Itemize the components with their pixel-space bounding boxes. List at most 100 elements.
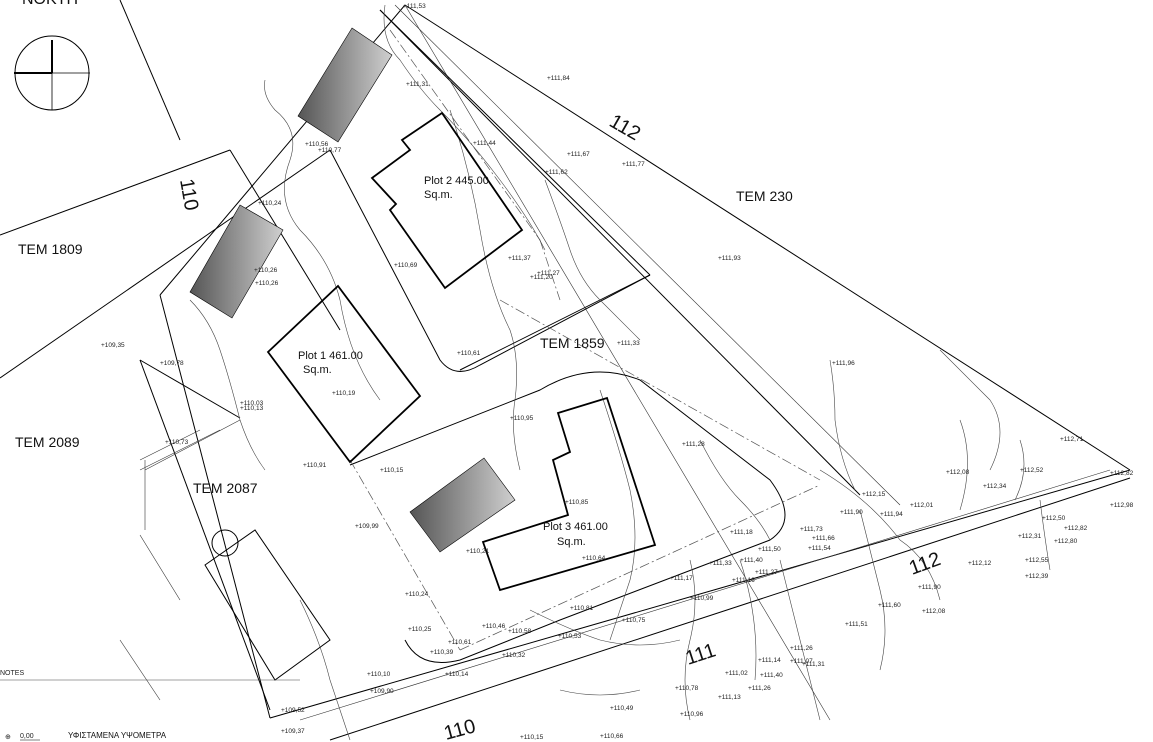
legend-value: 0,00 [20, 733, 34, 740]
spot-elevation-label: +112,08 [922, 608, 946, 615]
spot-elevation-label: +111,73 [800, 526, 823, 533]
spot-elevation-label: +111,27 [537, 270, 560, 277]
spot-elevation-label: +110,14 [445, 671, 469, 678]
parcel-label-tem-1859: TEM 1859 [540, 335, 605, 351]
spot-elevation-label: +112,82 [1110, 470, 1134, 477]
spot-elevation-label: +112,98 [1110, 502, 1134, 509]
spot-elevation-label: +111,90 [918, 584, 941, 591]
spot-elevation-label: +111,31 [406, 81, 429, 88]
spot-elevation-label: +110,66 [600, 733, 624, 740]
shaded-building-2 [189, 204, 284, 319]
spot-elevation-label: +111,27 [755, 569, 778, 576]
road-boundaries [329, 29, 821, 663]
plot-3-label: Plot 3 461.00 [543, 521, 608, 533]
parcel-label-tem-2089: TEM 2089 [15, 434, 80, 450]
plot-2-label: Plot 2 445.00 [424, 175, 489, 187]
spot-elevation-label: +109,37 [281, 728, 305, 735]
spot-elevation-label: +112,50 [1042, 515, 1066, 522]
spot-elevation-label: +110,81 [570, 605, 594, 612]
spot-elevation-label: +109,90 [370, 688, 394, 695]
spot-elevation-label: +111,26 [790, 645, 813, 652]
contour-label-110-top: 110 [175, 177, 202, 212]
parcel-label-tem-230: TEM 230 [736, 188, 793, 204]
parcel-labels: TEM 230 TEM 1809 TEM 2089 TEM 2087 TEM 1… [15, 188, 793, 496]
plot-2-building [370, 111, 524, 290]
spot-elevation-label: +111,28 [682, 441, 705, 448]
spot-elevation-label: +110,64 [582, 555, 606, 562]
plot-labels: Plot 1 461.00 Sq.m. Plot 2 445.00 Sq.m. … [298, 175, 608, 548]
spot-elevation-label: +110,75 [622, 617, 646, 624]
spot-elevation-label: +111,17 [670, 575, 693, 582]
spot-elevation-label: +111,16 [732, 577, 755, 584]
spot-elevation-label: +110,19 [332, 390, 356, 397]
spot-elevation-label: +110,15 [520, 734, 544, 741]
shaded-building-1 [297, 27, 393, 143]
spot-elevation-label: +111,37 [508, 255, 531, 262]
north-label: NOKTH [22, 0, 78, 8]
contour-label-111-bottom: 111 [683, 639, 719, 669]
parcel-label-tem-1809: TEM 1809 [18, 241, 83, 257]
spot-elevation-label: +111,90 [840, 509, 863, 516]
spot-elevation-label: +112,71 [1060, 436, 1084, 443]
parcel-label-tem-2087: TEM 2087 [193, 480, 258, 496]
shaded-building-3 [409, 457, 516, 553]
spot-elevation-label: +111,62 [545, 169, 568, 176]
notes-section: NOTES ⊕ 0,00 ΥΦΙΣΤΑΜΕΝΑ ΥΨΟΜΕΤΡΑ [0, 670, 300, 741]
spot-elevation-label: +111,77 [622, 161, 645, 168]
spot-elevation-label: +110,78 [675, 685, 699, 692]
spot-elevation-label: +112,82 [1064, 525, 1088, 532]
spot-elevation-label: +109,52 [281, 707, 305, 714]
spot-elevation-label: +110,39 [430, 649, 454, 656]
spot-elevation-label: +111,84 [547, 75, 570, 82]
spot-elevation-label: +110,24 [258, 200, 282, 207]
spot-elevation-label: +111,33 [709, 560, 732, 567]
spot-elevation-label: +111,50 [758, 546, 781, 553]
spot-elevation-label: +112,31 [1018, 533, 1042, 540]
spot-elevation-label: +110,61 [457, 350, 481, 357]
plot-2-unit: Sq.m. [424, 189, 453, 201]
spot-elevation-label: +111,18 [730, 529, 753, 536]
contour-label-112-bottom: 112 [906, 548, 943, 580]
spot-elevation-label: +112,34 [983, 483, 1007, 490]
spot-elevation-label: +110,26 [254, 267, 278, 274]
spot-elevation-label: +110,99 [690, 595, 714, 602]
spot-elevation-label: +112,08 [946, 469, 970, 476]
spot-elevation-label: +110,73 [165, 439, 189, 446]
legend-symbol-icon: ⊕ [5, 734, 11, 741]
spot-elevation-label: +111,96 [832, 360, 855, 367]
spot-elevation-label: +111,66 [812, 535, 835, 542]
spot-elevation-label: +110,26 [255, 280, 279, 287]
spot-elevation-label: +112,55 [1025, 557, 1049, 564]
plot-1-label: Plot 1 461.00 [298, 350, 363, 362]
boundary-lines [0, 0, 1131, 741]
contour-labels: 110 112 112 111 110 [175, 110, 944, 742]
spot-elevation-label: +112,80 [1054, 538, 1078, 545]
spot-elevation-label: +111,60 [878, 602, 901, 609]
plot-3-unit: Sq.m. [557, 536, 586, 548]
north-arrow-icon: NOKTH [14, 0, 90, 111]
spot-elevation-label: +112,01 [910, 502, 934, 509]
spot-elevation-label: +111,44 [473, 140, 496, 147]
spot-elevation-label: +110,91 [303, 462, 327, 469]
spot-elevation-label: +110,10 [367, 671, 391, 678]
spot-elevation-label: +111,54 [808, 545, 831, 552]
spot-elevation-label: +112,15 [862, 491, 886, 498]
spot-elevation-label: +111,14 [758, 657, 781, 664]
spot-elevation-label: +110,85 [565, 499, 589, 506]
spot-elevation-label: +111,33 [617, 340, 640, 347]
spot-elevation-label: +111,51 [845, 621, 868, 628]
spot-elevation-label: +109,78 [160, 360, 184, 367]
spot-elevation-label: +110,21 [466, 548, 490, 555]
spot-elevation-label: +110,32 [502, 652, 526, 659]
spot-elevation-label: +111,67 [567, 151, 590, 158]
spot-elevation-label: +110,13 [240, 405, 264, 412]
spot-elevation-label: +110,03 [240, 400, 264, 407]
plot-1-building [266, 284, 422, 464]
spot-elevation-label: +110,56 [305, 141, 329, 148]
spot-elevation-label: +111,93 [718, 255, 741, 262]
spot-elevation-label: +110,46 [482, 623, 506, 630]
spot-elevation-label: +110,25 [408, 626, 432, 633]
spot-elevation-label: +109,99 [355, 523, 379, 530]
spot-elevation-label: +111,20 [530, 274, 553, 281]
